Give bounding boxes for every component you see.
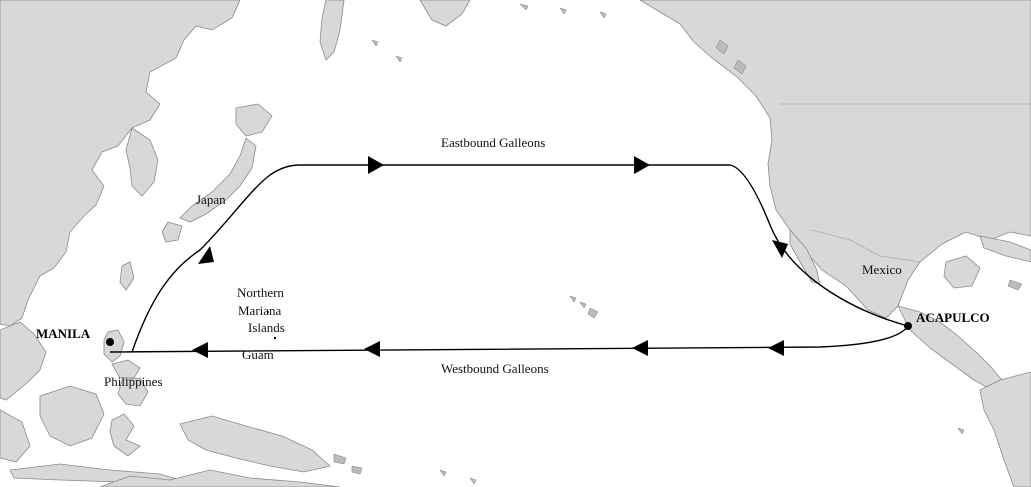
sumatra-edge — [0, 409, 31, 463]
manila-label: MANILA — [36, 326, 91, 341]
westbound-arrow-3 — [364, 341, 380, 357]
hawaii-islands — [569, 295, 599, 319]
northern-label: Northern — [237, 285, 284, 300]
philippines-label: Philippines — [104, 374, 163, 389]
eastbound-label: Eastbound Galleons — [441, 135, 545, 150]
manila-marker — [106, 338, 114, 346]
eastbound-arrow-1 — [198, 246, 214, 264]
eastbound-arrow-4 — [772, 240, 788, 258]
yucatan-peninsula — [943, 255, 981, 289]
caribbean-islands — [1007, 279, 1023, 291]
fiji-islands — [439, 469, 477, 485]
taiwan-island — [119, 261, 135, 291]
japan-hokkaido — [235, 103, 273, 137]
eastbound-arrow-3 — [634, 156, 650, 174]
philippines-mindanao — [117, 377, 149, 407]
australia-north — [99, 469, 341, 487]
galapagos-islands — [957, 427, 965, 435]
north-america — [639, 0, 1031, 319]
borneo-island — [39, 385, 105, 447]
indochina-peninsula — [0, 321, 47, 401]
philippines-luzon — [103, 329, 125, 363]
us-mexico-border — [811, 229, 921, 263]
eastbound-route — [131, 164, 909, 353]
aleutian-islands — [371, 3, 607, 63]
eastbound-arrow-2 — [368, 156, 384, 174]
mariana-dot — [267, 311, 269, 313]
japan-kyushu — [161, 221, 183, 243]
westbound-arrow-4 — [192, 342, 208, 358]
westbound-arrow-1 — [768, 340, 784, 356]
westbound-label: Westbound Galleons — [441, 361, 549, 376]
solomon-islands — [333, 453, 363, 475]
cuba-island — [979, 235, 1031, 263]
japan-label: Japan — [196, 192, 226, 207]
islands-label: Islands — [248, 320, 285, 335]
guam-dot — [273, 336, 277, 340]
acapulco-label: ACAPULCO — [916, 310, 990, 325]
korea-peninsula — [125, 127, 159, 197]
sulawesi-island — [109, 413, 141, 457]
baja-california — [789, 228, 821, 285]
guam-label: Guam — [242, 347, 274, 362]
japan-honshu — [179, 137, 257, 223]
kamchatka-edge — [419, 0, 471, 27]
philippines-visayas — [111, 359, 141, 379]
alaska-panhandle — [715, 39, 747, 75]
westbound-route — [109, 325, 909, 353]
new-guinea-island — [179, 415, 331, 473]
south-america-north — [979, 371, 1031, 487]
asia-mainland — [0, 0, 241, 327]
sakhalin-island — [319, 0, 345, 61]
mexico-label: Mexico — [862, 262, 902, 277]
acapulco-marker — [904, 322, 912, 330]
mariana-label: Mariana — [238, 303, 282, 318]
westbound-arrow-2 — [632, 340, 648, 356]
